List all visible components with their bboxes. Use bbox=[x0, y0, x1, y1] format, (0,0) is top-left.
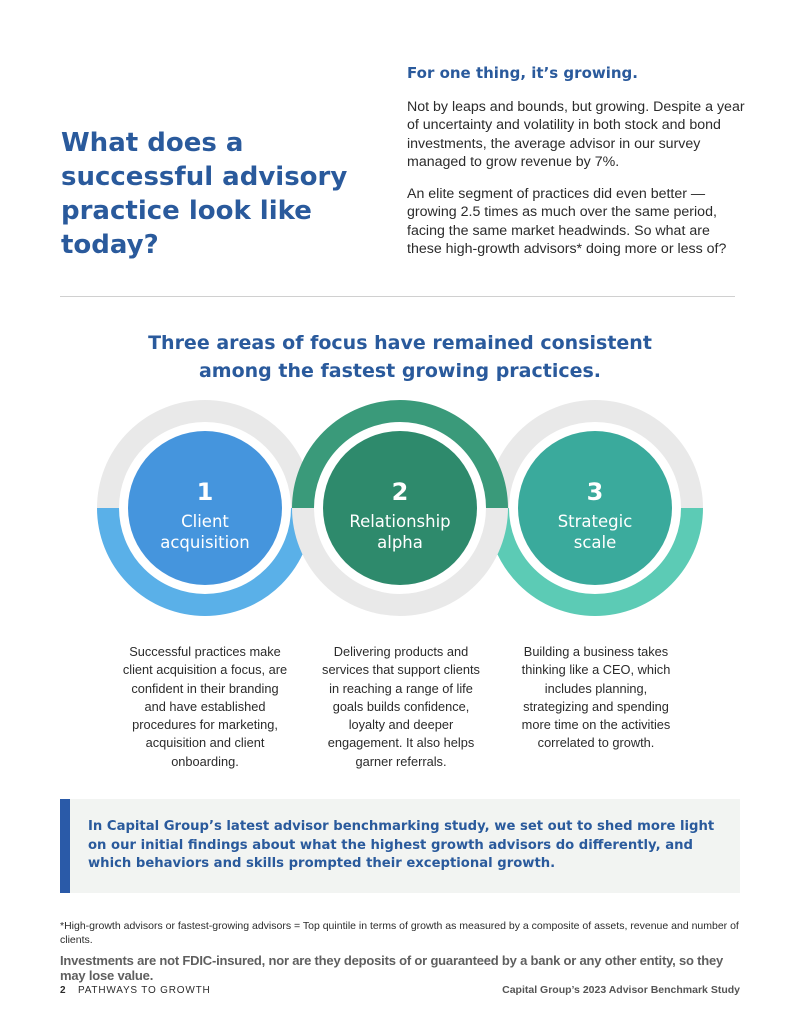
focus-number-3: 3 bbox=[587, 478, 604, 506]
focus-areas-diagram: 1 Client acquisition 2 Relationship alph… bbox=[97, 400, 703, 616]
section-title-line-1: Three areas of focus have remained consi… bbox=[148, 332, 652, 354]
section-divider bbox=[60, 296, 735, 297]
ring-2-top-arc bbox=[292, 400, 508, 509]
ring-3-bottom-arc bbox=[487, 507, 703, 616]
focus-label-2-line-1: Relationship bbox=[349, 512, 450, 531]
ring-2-bottom-arc bbox=[292, 507, 508, 616]
focus-circle-2 bbox=[323, 431, 477, 585]
focus-number-1: 1 bbox=[197, 478, 214, 506]
focus-circle-3 bbox=[518, 431, 672, 585]
focus-ring-3 bbox=[487, 400, 703, 616]
focus-label-2-line-2: alpha bbox=[377, 533, 423, 552]
focus-number-2: 2 bbox=[392, 478, 409, 506]
focus-ring-2 bbox=[292, 400, 508, 616]
intro-block: For one thing, it’s growing. Not by leap… bbox=[407, 64, 747, 272]
ring-1-top-arc bbox=[97, 400, 313, 509]
page-headline: What does a successful advisory practice… bbox=[61, 128, 348, 260]
focus-description-3: Building a business takes thinking like … bbox=[521, 644, 671, 751]
intro-paragraph-1: Not by leaps and bounds, but growing. De… bbox=[407, 99, 745, 170]
callout-text: In Capital Group’s latest advisor benchm… bbox=[88, 819, 715, 871]
focus-ring-1 bbox=[97, 400, 313, 616]
footer-section-name: PATHWAYS TO GROWTH bbox=[77, 985, 211, 996]
focus-label-3-line-1: Strategic bbox=[558, 512, 633, 531]
callout-box: In Capital Group’s latest advisor benchm… bbox=[60, 799, 740, 893]
footnote: *High-growth advisors or fastest-growing… bbox=[60, 920, 739, 946]
page-number: 2 bbox=[60, 985, 67, 996]
intro-paragraph-2: An elite segment of practices did even b… bbox=[407, 186, 727, 258]
focus-circle-1 bbox=[128, 431, 282, 585]
focus-description-1: Successful practices make client acquisi… bbox=[122, 644, 288, 769]
focus-label-1-line-2: acquisition bbox=[160, 533, 250, 552]
footer-publication: Capital Group’s 2023 Advisor Benchmark S… bbox=[502, 984, 740, 996]
focus-description-2: Delivering products and services that su… bbox=[322, 644, 480, 769]
section-title-line-2: among the fastest growing practices. bbox=[198, 360, 602, 382]
section-title: Three areas of focus have remained consi… bbox=[100, 329, 700, 385]
disclaimer: Investments are not FDIC-insured, nor ar… bbox=[60, 953, 724, 983]
ring-3-top-arc bbox=[487, 400, 703, 509]
focus-label-3-line-2: scale bbox=[574, 533, 617, 552]
intro-heading: For one thing, it’s growing. bbox=[407, 64, 638, 82]
ring-1-bottom-arc bbox=[97, 507, 313, 616]
footer-left: 2 PATHWAYS TO GROWTH bbox=[60, 985, 211, 996]
callout-accent-bar bbox=[60, 799, 70, 893]
focus-label-1-line-1: Client bbox=[181, 512, 229, 531]
